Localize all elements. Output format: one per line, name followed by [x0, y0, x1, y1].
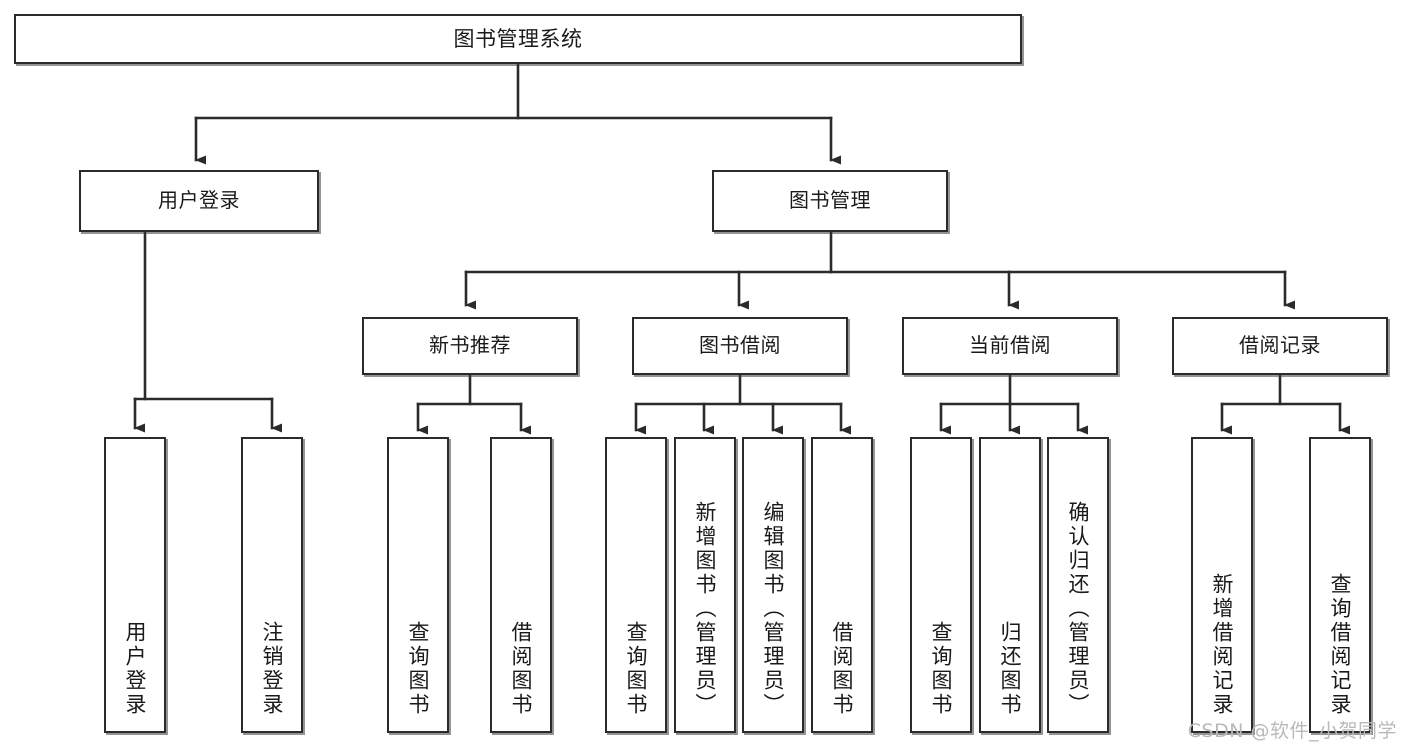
node-label: 确认归还（管理员） [1066, 501, 1091, 717]
leaf-borrow-book[interactable]: 借阅图书 [811, 437, 873, 733]
leaf-logout[interactable]: 注销登录 [241, 437, 303, 733]
node-root-book-management-system[interactable]: 图书管理系统 [14, 14, 1022, 64]
node-label: 查询图书 [406, 621, 431, 717]
node-label: 新增借阅记录 [1210, 573, 1235, 717]
node-label: 当前借阅 [969, 333, 1051, 358]
leaf-borrow-book-recommend[interactable]: 借阅图书 [490, 437, 552, 733]
node-label: 归还图书 [998, 621, 1023, 717]
leaf-query-book-recommend[interactable]: 查询图书 [387, 437, 449, 733]
node-label: 图书管理系统 [453, 26, 583, 51]
node-current-borrow[interactable]: 当前借阅 [902, 317, 1118, 375]
leaf-user-login[interactable]: 用户登录 [104, 437, 166, 733]
node-label: 用户登录 [123, 621, 148, 717]
node-label: 用户登录 [158, 188, 240, 213]
node-label: 新书推荐 [429, 333, 511, 358]
node-borrow-record[interactable]: 借阅记录 [1172, 317, 1388, 375]
node-label: 查询图书 [624, 621, 649, 717]
leaf-confirm-return-admin[interactable]: 确认归还（管理员） [1047, 437, 1109, 733]
node-label: 借阅图书 [830, 621, 855, 717]
node-label: 借阅图书 [509, 621, 534, 717]
node-new-book-recommend[interactable]: 新书推荐 [362, 317, 578, 375]
node-label: 查询借阅记录 [1328, 573, 1353, 717]
node-book-management[interactable]: 图书管理 [712, 170, 948, 232]
node-label: 编辑图书（管理员） [761, 501, 786, 717]
leaf-edit-book-admin[interactable]: 编辑图书（管理员） [742, 437, 804, 733]
node-label: 借阅记录 [1239, 333, 1321, 358]
leaf-query-book-borrow[interactable]: 查询图书 [605, 437, 667, 733]
node-label: 查询图书 [929, 621, 954, 717]
leaf-query-book-current[interactable]: 查询图书 [910, 437, 972, 733]
node-book-borrow[interactable]: 图书借阅 [632, 317, 848, 375]
leaf-add-book-admin[interactable]: 新增图书（管理员） [674, 437, 736, 733]
node-label: 图书管理 [789, 188, 871, 213]
node-label: 图书借阅 [699, 333, 781, 358]
leaf-query-borrow-record[interactable]: 查询借阅记录 [1309, 437, 1371, 733]
leaf-return-book[interactable]: 归还图书 [979, 437, 1041, 733]
leaf-add-borrow-record[interactable]: 新增借阅记录 [1191, 437, 1253, 733]
node-label: 注销登录 [260, 621, 285, 717]
csdn-watermark: CSDN @软件_小贺同学 [1187, 720, 1397, 742]
node-label: 新增图书（管理员） [693, 501, 718, 717]
node-user-login[interactable]: 用户登录 [79, 170, 319, 232]
